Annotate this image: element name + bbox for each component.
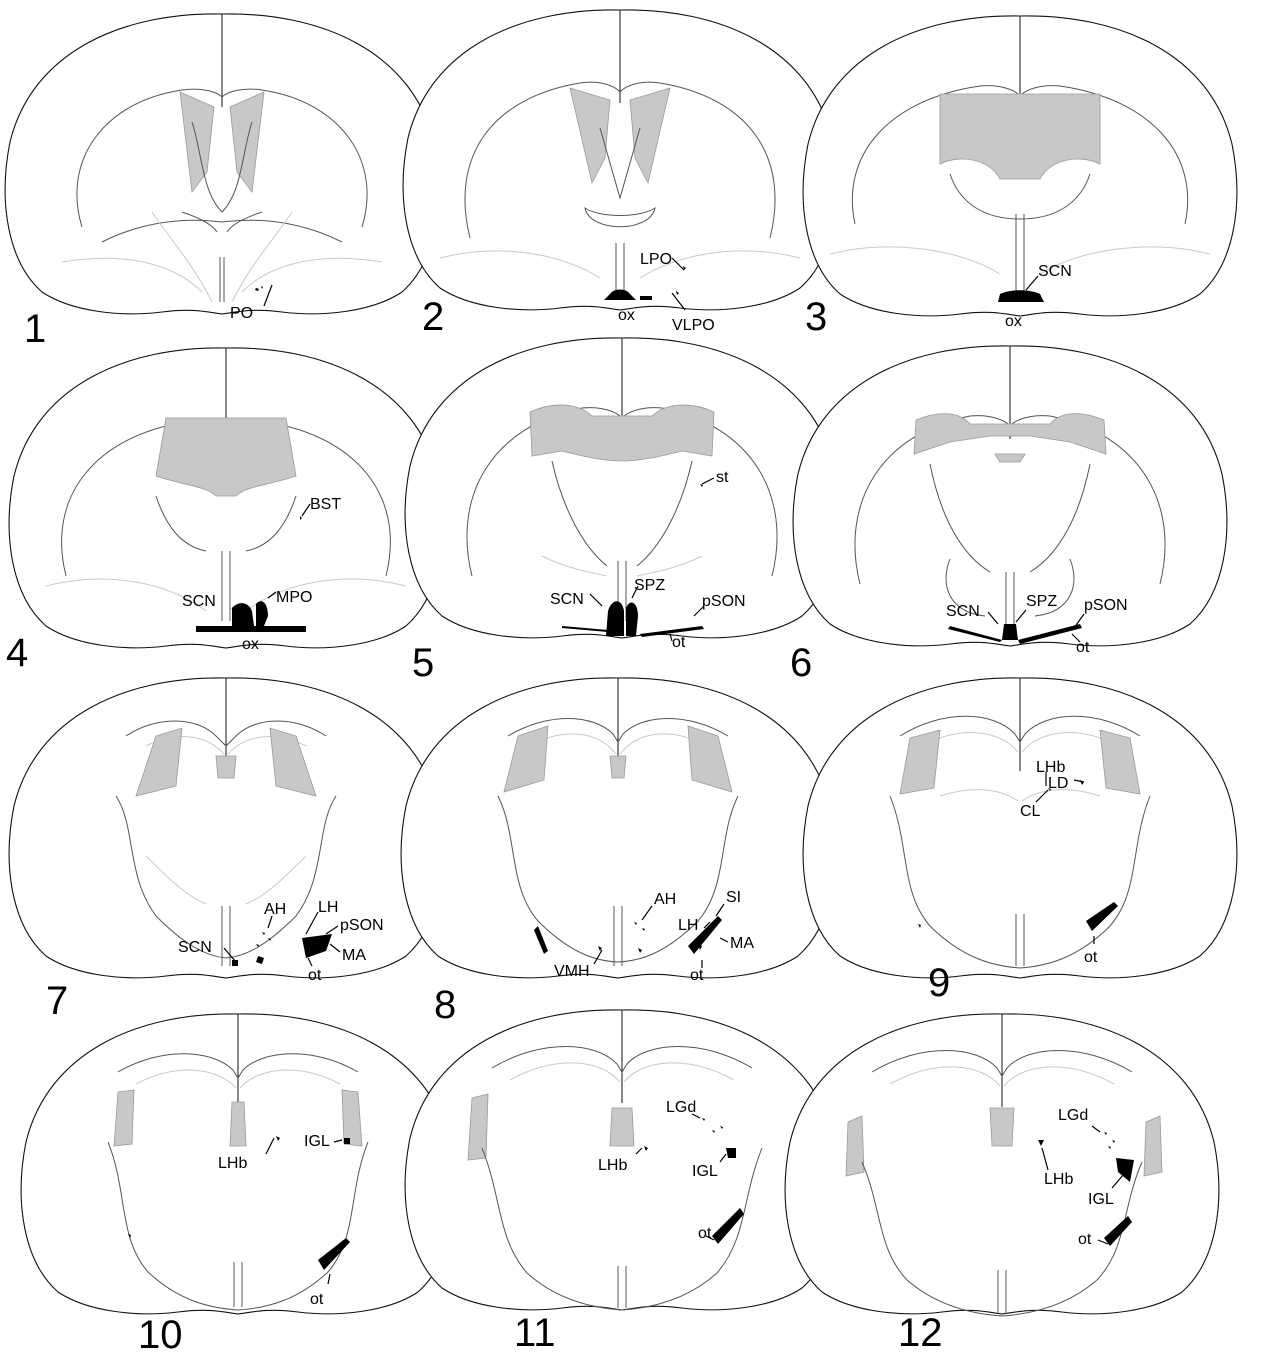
- label-ot: ot: [308, 967, 322, 984]
- label-LH: LH: [318, 899, 338, 916]
- section-11: LGd LHb IGL ot 11: [405, 1010, 839, 1353]
- label-SPZ: SPZ: [1026, 593, 1057, 610]
- label-SCN: SCN: [1038, 263, 1072, 280]
- section-4: BST SCN MPO ox 4: [6, 348, 443, 675]
- section-number-2: 2: [422, 295, 444, 339]
- label-ot: ot: [1078, 1231, 1092, 1248]
- label-SCN: SCN: [550, 591, 584, 608]
- label-ox: ox: [1005, 313, 1022, 330]
- label-SCN: SCN: [946, 603, 980, 620]
- label-PO: PO: [230, 305, 253, 322]
- section-8: AH SI LH MA VMH ot 8: [401, 678, 835, 1027]
- label-ot: ot: [690, 967, 704, 984]
- label-MPO: MPO: [276, 589, 312, 606]
- label-ox: ox: [242, 636, 259, 653]
- section-number-3: 3: [805, 295, 827, 339]
- label-VLPO: VLPO: [672, 317, 715, 334]
- label-st: st: [716, 469, 729, 486]
- label-IGL: IGL: [304, 1133, 330, 1150]
- section-12: LGd LHb IGL ot 12: [785, 1014, 1219, 1353]
- label-LD: LD: [1048, 775, 1068, 792]
- label-BST: BST: [310, 496, 341, 513]
- label-LHb: LHb: [1036, 759, 1065, 776]
- label-SI: SI: [726, 889, 741, 906]
- section-1: PO 1: [5, 14, 439, 351]
- label-SPZ: SPZ: [634, 577, 665, 594]
- section-2: LPO ox VLPO 2: [403, 10, 837, 339]
- section-number-7: 7: [46, 979, 68, 1023]
- label-AH: AH: [264, 901, 286, 918]
- label-ot: ot: [1076, 639, 1090, 656]
- label-pSON: pSON: [340, 917, 384, 934]
- section-10: IGL LHb ot 10: [21, 1014, 455, 1353]
- section-number-12: 12: [898, 1311, 943, 1353]
- label-SCN: SCN: [182, 593, 216, 610]
- label-ot: ot: [1084, 949, 1098, 966]
- label-VMH: VMH: [554, 963, 590, 980]
- label-ot: ot: [672, 634, 686, 651]
- label-LH: LH: [678, 917, 698, 934]
- section-number-10: 10: [138, 1313, 183, 1353]
- label-ot: ot: [310, 1291, 324, 1308]
- label-IGL: IGL: [692, 1163, 718, 1180]
- section-number-6: 6: [790, 641, 812, 685]
- label-pSON: pSON: [702, 593, 746, 610]
- label-LHb: LHb: [218, 1155, 247, 1172]
- section-9: LHb LD CL ot 9: [803, 678, 1237, 1005]
- label-SCN: SCN: [178, 939, 212, 956]
- label-LHb: LHb: [1044, 1171, 1073, 1188]
- section-7: AH LH pSON SCN MA ot 7: [9, 678, 443, 1023]
- label-MA: MA: [342, 947, 366, 964]
- section-number-8: 8: [434, 983, 456, 1027]
- label-CL: CL: [1020, 803, 1041, 820]
- label-LGd: LGd: [666, 1099, 696, 1116]
- section-number-1: 1: [24, 307, 46, 351]
- label-pSON: pSON: [1084, 597, 1128, 614]
- label-ox: ox: [618, 307, 635, 324]
- label-AH: AH: [654, 891, 676, 908]
- section-number-9: 9: [928, 961, 950, 1005]
- section-number-11: 11: [514, 1311, 556, 1353]
- label-MA: MA: [730, 935, 754, 952]
- section-number-5: 5: [412, 641, 434, 685]
- section-5: st SCN SPZ pSON ot 5: [405, 338, 839, 685]
- label-ot: ot: [698, 1225, 712, 1242]
- section-number-4: 4: [6, 631, 28, 675]
- label-LHb: LHb: [598, 1157, 627, 1174]
- section-3: SCN ox 3: [803, 16, 1237, 339]
- label-LGd: LGd: [1058, 1107, 1088, 1124]
- label-IGL: IGL: [1088, 1191, 1114, 1208]
- label-LPO: LPO: [640, 251, 672, 268]
- section-6: SCN SPZ pSON ot 6: [790, 346, 1227, 685]
